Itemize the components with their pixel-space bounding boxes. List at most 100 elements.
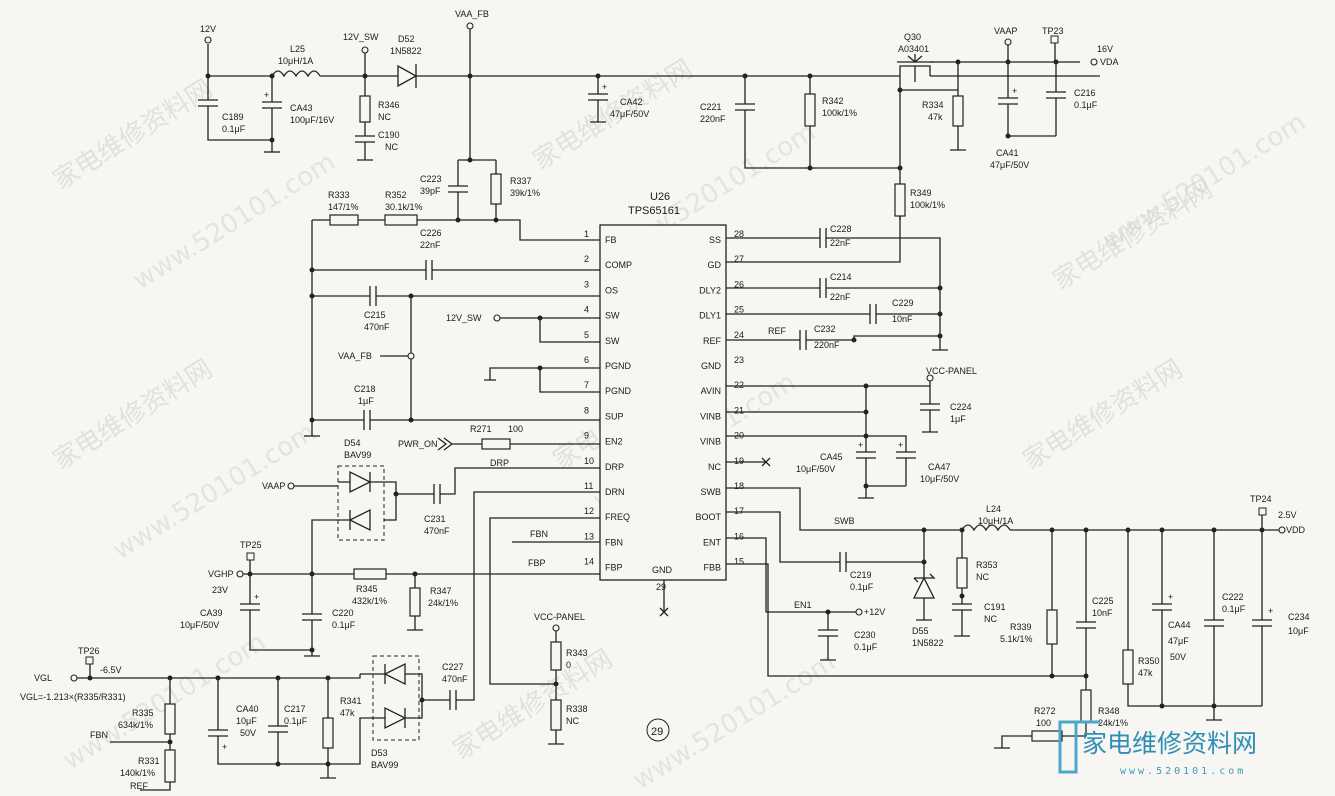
ca42-val: 47μF/50V <box>610 109 649 119</box>
ic-left-pin-name: DRP <box>605 462 624 472</box>
svg-text:+: + <box>264 90 269 100</box>
ca40-val2: 50V <box>240 728 256 738</box>
c214-val: 22nF <box>830 292 851 302</box>
r345-val: 432k/1% <box>352 596 387 606</box>
ic-left-pin-name: FREQ <box>605 512 630 522</box>
ic-right-pin-number: 18 <box>734 481 744 491</box>
c216-ref: C216 <box>1074 88 1096 98</box>
ic-right-pin-name: VINB <box>700 411 721 421</box>
c229-ref: C229 <box>892 298 914 308</box>
page-number-marker: 29 <box>646 718 670 742</box>
r331-val: 140k/1% <box>120 768 155 778</box>
d54-val: BAV99 <box>344 450 371 460</box>
ca40-ref: CA40 <box>236 704 259 714</box>
r339-ref: R339 <box>1010 622 1032 632</box>
en2-net: PWR_ON R271 100 <box>398 424 600 451</box>
ic-right-pin-number: 24 <box>734 330 744 340</box>
ic-left-pin-name: SUP <box>605 411 624 421</box>
c227-val: 470nF <box>442 674 468 684</box>
label-vgl: VGL <box>34 673 52 683</box>
r352-val: 30.1k/1% <box>385 202 423 212</box>
capacitor-ca42: + CA42 47μF/50V <box>588 73 649 123</box>
ic-right-pin-number: 15 <box>734 557 744 567</box>
watermark-url-8: www.520101.com <box>628 647 841 796</box>
ic-right-pin-number: 19 <box>734 456 744 466</box>
c230-val: 0.1μF <box>854 642 878 652</box>
label-fbp: FBP <box>528 558 546 568</box>
r350-ref: R350 <box>1138 656 1160 666</box>
r334-val: 47k <box>928 112 943 122</box>
c217-val: 0.1μF <box>284 716 308 726</box>
r348-val: 24k/1% <box>1098 718 1128 728</box>
label-vcc-panel: VCC-PANEL <box>926 366 977 376</box>
ic-right-pin-name: AVIN <box>701 386 721 396</box>
ic-right-pin-number: 23 <box>734 355 744 365</box>
c189-ref: C189 <box>222 112 244 122</box>
c222-ref: C222 <box>1222 592 1244 602</box>
svg-text:+: + <box>254 592 259 602</box>
ic-left-pin-name: FBP <box>605 563 623 573</box>
ic-left-pin-number: 6 <box>584 355 589 365</box>
watermark-url-4: www.520101.com <box>108 417 321 566</box>
r271-ref: R271 <box>470 424 492 434</box>
r272-ref: R272 <box>1034 706 1056 716</box>
ic-left-pin-name: OS <box>605 285 618 295</box>
r342-ref: R342 <box>822 96 844 106</box>
c189-val: 0.1μF <box>222 124 246 134</box>
ic-left-pin-number: 2 <box>584 254 589 264</box>
ic-left-pins: 1FB2COMP3OS4SW5SW6PGND7PGND8SUP9EN210DRP… <box>584 229 632 573</box>
q30-val: A03401 <box>898 44 929 54</box>
r331-ref: R331 <box>138 756 160 766</box>
label-16v: 16V <box>1097 44 1113 54</box>
c232-ref: C232 <box>814 324 836 334</box>
watermark-cn-4: 家电维修资料网 <box>48 354 218 476</box>
ic-right-pin-name: SWB <box>700 487 721 497</box>
label-vdd: VDD <box>1286 525 1306 535</box>
ca41-ref: CA41 <box>996 148 1019 158</box>
c221-r342: C221 220nF R342 100k/1% <box>700 73 900 171</box>
ic-right-pin-name: SS <box>709 235 721 245</box>
r347-val: 24k/1% <box>428 598 458 608</box>
l25-val: 10μH/1A <box>278 56 313 66</box>
ca43-val: 100μF/16V <box>290 115 334 125</box>
ic-left-pin-name: SW <box>605 311 620 321</box>
ic-left-pin-name: COMP <box>605 260 632 270</box>
c224-val: 1μF <box>950 414 966 424</box>
c222-val: 0.1μF <box>1222 604 1246 614</box>
c226-val: 22nF <box>420 240 441 250</box>
right-side-caps: C228 22nF C214 22nF C229 10nF REF C232 2… <box>726 224 977 499</box>
ic-left-pin-name: DRN <box>605 487 625 497</box>
label-vda: VDA <box>1100 57 1119 67</box>
svg-text:+: + <box>1012 86 1017 96</box>
r352-ref: R352 <box>385 190 407 200</box>
ic-right-pin-name: DLY1 <box>699 311 721 321</box>
r349-ref: R349 <box>910 188 932 198</box>
r271-val: 100 <box>508 424 523 434</box>
ic-part: TPS65161 <box>628 205 680 217</box>
c234-ref: C234 <box>1288 612 1310 622</box>
capacitor-c189: C189 0.1μF <box>198 76 272 141</box>
l25-ref: L25 <box>290 44 305 54</box>
r346-val: NC <box>378 112 391 122</box>
ic-right-pin-name: NC <box>708 462 721 472</box>
r341-val: 47k <box>340 708 355 718</box>
label-minus-6-5v: -6.5V <box>100 665 122 675</box>
ca44-ref: CA44 <box>1168 620 1191 630</box>
r337-val: 39k/1% <box>510 188 540 198</box>
feedback-network-top: C223 39pF R337 39k/1% R333 147/1% R352 3… <box>312 160 600 241</box>
r335-ref: R335 <box>132 708 154 718</box>
vdd-buck-output: SWB L24 10μH/1A TP24 2.5V VDD C219 0.1μF… <box>726 487 1310 749</box>
d55-val: 1N5822 <box>912 638 944 648</box>
ic-right-pin-name: GD <box>708 260 722 270</box>
label-vghp: VGHP <box>208 569 234 579</box>
watermark-url-1: www.520101.com <box>128 147 341 296</box>
c215-ref: C215 <box>364 310 386 320</box>
watermark-cn-1: 家电维修资料网 <box>48 74 218 196</box>
ca45-val: 10μF/50V <box>796 464 835 474</box>
ic-left-pin-name: PGND <box>605 386 632 396</box>
l24-ref: L24 <box>986 504 1001 514</box>
c219-ref: C219 <box>850 570 872 580</box>
svg-text:+: + <box>602 82 607 92</box>
r338-val: NC <box>566 716 579 726</box>
c218-ref: C218 <box>354 384 376 394</box>
